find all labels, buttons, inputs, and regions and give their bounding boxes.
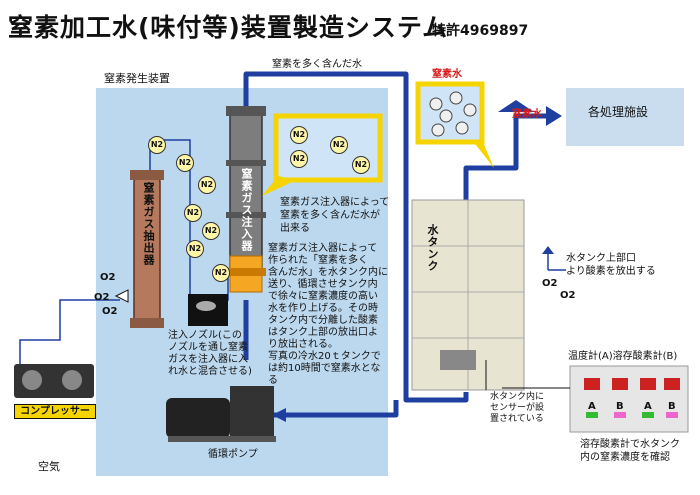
o2-label-3: O2: [102, 306, 118, 317]
generator-area-label: 窒素発生装置: [104, 72, 170, 85]
n2-marker: N2: [176, 154, 194, 172]
injector-desc: 窒素ガス注入器によって 窒素を多く含んだ水が 出来る: [280, 197, 390, 234]
pipe-tank-to-pump: [270, 400, 399, 418]
o2-label-2: O2: [94, 292, 110, 303]
page-title: 窒素加工水(味付等)装置製造システム: [8, 13, 449, 42]
n2-marker: N2: [290, 150, 308, 168]
compressor-label: コンプレッサー: [14, 404, 96, 419]
tank-label: 水タンク: [426, 224, 439, 272]
meter-a-label-2: A: [644, 401, 652, 412]
n2-marker: N2: [290, 126, 308, 144]
injector-label: 窒素ガス注入器: [240, 168, 253, 252]
facility-label: 各処理施設: [588, 105, 649, 119]
pipe-tank-to-facility: [463, 113, 546, 220]
meter-a-label: A: [588, 401, 596, 412]
n2-marker: N2: [202, 222, 220, 240]
patent-number: 特許4969897: [432, 23, 529, 39]
meters-desc: 溶存酸素計で水タンク 内の窒素濃度を確認: [580, 439, 680, 463]
n2-marker: N2: [198, 176, 216, 194]
air-label: 空気: [38, 460, 60, 473]
n2-marker: N2: [186, 240, 204, 258]
n2-marker: N2: [330, 136, 348, 154]
o2-label-1: O2: [100, 272, 116, 283]
nitrogen-water-label: 窒素水: [432, 69, 462, 80]
meters-title: 温度計(A)溶存酸素計(B): [568, 351, 678, 362]
n2-marker: N2: [352, 156, 370, 174]
arrow-to-pump: [272, 408, 286, 422]
top-flow-label: 窒素を多く含んだ水: [272, 59, 362, 70]
sensor-desc: 水タンク内に センサーが設 置されている: [490, 392, 545, 424]
arrow-to-facility: [546, 106, 562, 126]
o2-label-5: O2: [560, 290, 576, 301]
nitrogen-water-label-2: 窒素水: [512, 109, 542, 120]
facility-box: [566, 88, 684, 146]
nozzle-desc: 注入ノズル(この ノズルを通し窒素 ガスを注入器に入 れ水と混合させる): [168, 330, 252, 377]
n2-marker: N2: [212, 264, 230, 282]
extractor-label: 窒素ガス抽出器: [142, 182, 155, 266]
meter-b-label-2: B: [668, 401, 676, 412]
pipe-top-to-tank: [243, 71, 469, 403]
o2-label-4: O2: [542, 278, 558, 289]
n2-marker: N2: [148, 136, 166, 154]
meter-b-label: B: [616, 401, 624, 412]
process-desc: 窒素ガス注入器によって 作られた「窒素を多く 含んだ水」を水タンク内に 送り、循…: [268, 243, 388, 386]
arrow-up: [498, 100, 534, 112]
oxygen-release-desc: 水タンク上部口 より酸素を放出する: [566, 253, 656, 277]
pump-label: 循環ポンプ: [208, 449, 258, 460]
n2-marker: N2: [184, 204, 202, 222]
